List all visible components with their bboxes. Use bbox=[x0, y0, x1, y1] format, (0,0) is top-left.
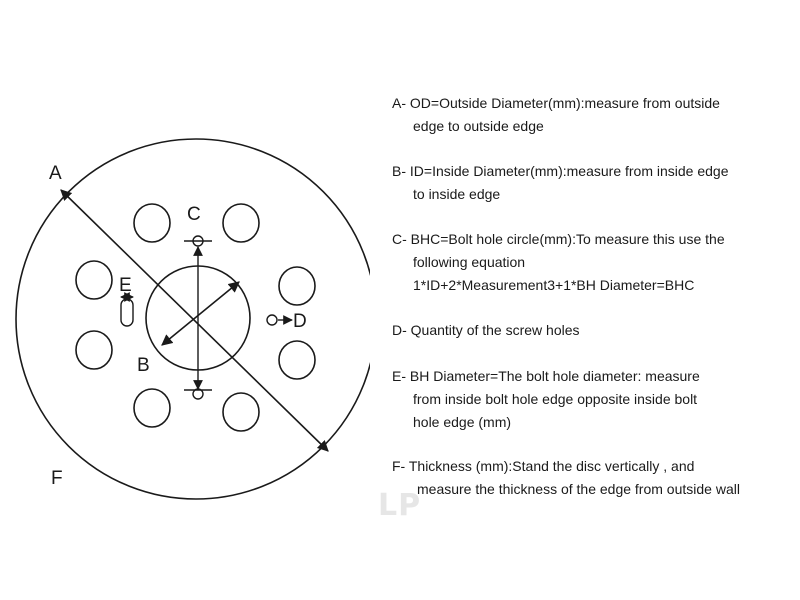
lug-hole bbox=[75, 330, 113, 370]
lug-hole bbox=[133, 203, 171, 243]
legend-d-line: D- Quantity of the screw holes bbox=[392, 322, 580, 338]
label-d: D bbox=[293, 311, 307, 332]
lug-hole bbox=[222, 392, 260, 432]
lug-hole bbox=[222, 203, 260, 243]
legend-c-line: 1*ID+2*Measurement3+1*BH Diameter=BHC bbox=[413, 277, 695, 293]
legend-c-line: following equation bbox=[413, 254, 526, 270]
label-f: F bbox=[51, 468, 63, 489]
legend-e-line: from inside bolt hole edge opposite insi… bbox=[413, 391, 698, 407]
id-dimension-line bbox=[161, 281, 240, 346]
label-b: B bbox=[137, 355, 150, 376]
legend-item-d: D- Quantity of the screw holes bbox=[392, 319, 580, 342]
legend-f-line: measure the thickness of the edge from o… bbox=[417, 481, 740, 497]
lug-hole bbox=[75, 260, 113, 300]
bolt-hole-slot bbox=[120, 298, 134, 327]
legend-b-line: B- ID=Inside Diameter(mm):measure from i… bbox=[392, 163, 729, 179]
label-c: C bbox=[187, 204, 201, 225]
legend-item-a: A- OD=Outside Diameter(mm):measure from … bbox=[392, 92, 720, 138]
legend-item-e: E- BH Diameter=The bolt hole diameter: m… bbox=[392, 365, 700, 434]
label-a: A bbox=[49, 163, 62, 184]
legend-e-line: hole edge (mm) bbox=[413, 414, 512, 430]
legend-item-f: F- Thickness (mm):Stand the disc vertica… bbox=[392, 455, 740, 501]
legend-c-line: C- BHC=Bolt hole circle(mm):To measure t… bbox=[392, 231, 725, 247]
legend-f-line: F- Thickness (mm):Stand the disc vertica… bbox=[392, 458, 695, 474]
lug-hole bbox=[133, 388, 171, 428]
legend-item-b: B- ID=Inside Diameter(mm):measure from i… bbox=[392, 160, 729, 206]
label-e: E bbox=[119, 275, 132, 296]
legend-a-line: A- OD=Outside Diameter(mm):measure from … bbox=[392, 95, 720, 111]
disc-diagram: A B C D E F bbox=[15, 138, 370, 500]
legend-a-line: edge to outside edge bbox=[413, 118, 544, 134]
legend-b-line: to inside edge bbox=[413, 186, 501, 202]
screw-hole bbox=[266, 314, 278, 326]
legend-item-c: C- BHC=Bolt hole circle(mm):To measure t… bbox=[392, 228, 725, 297]
lug-hole bbox=[278, 340, 316, 380]
legend-e-line: E- BH Diameter=The bolt hole diameter: m… bbox=[392, 368, 700, 384]
outer-disc-outline bbox=[15, 138, 370, 500]
lug-hole bbox=[278, 266, 316, 306]
watermark-logo: LP bbox=[378, 488, 422, 523]
